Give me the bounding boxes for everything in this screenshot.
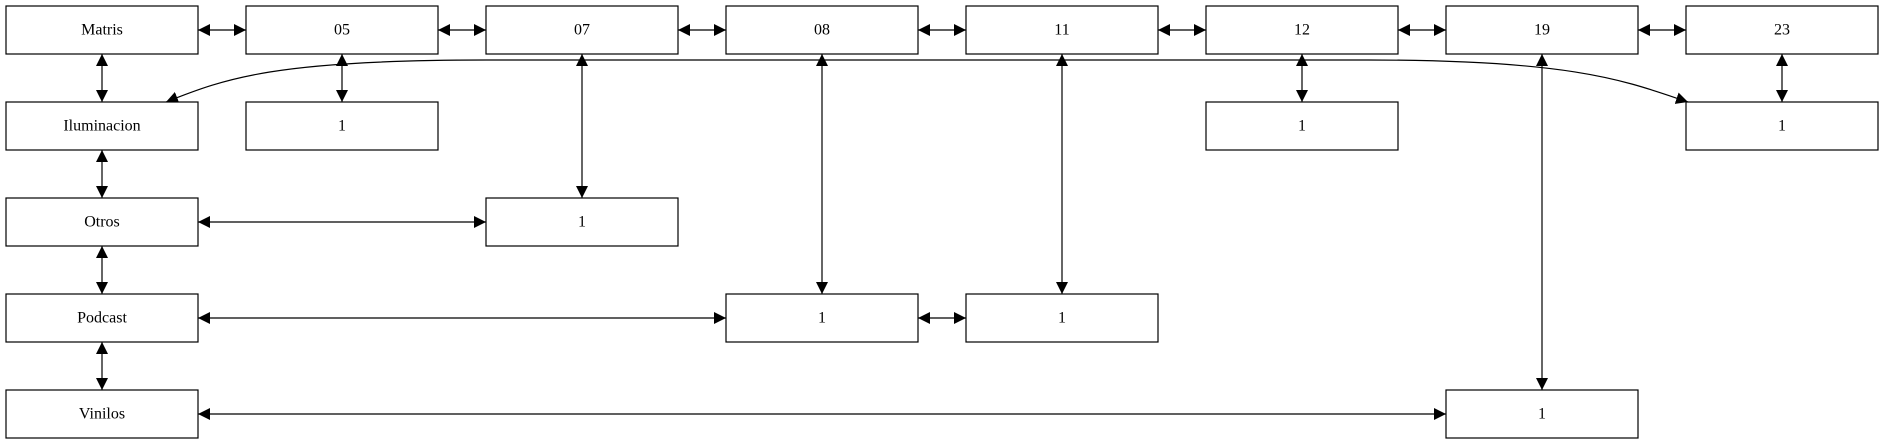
node-n11: 11 [965, 5, 1159, 55]
edge-iluminacion-ilu23 [165, 59, 1689, 104]
node-ilu23: 1 [1685, 101, 1879, 151]
node-box [725, 293, 919, 343]
node-iluminacion: Iluminacion [5, 101, 199, 151]
node-box [1685, 5, 1879, 55]
node-label: 1 [818, 310, 826, 327]
node-label: 12 [1294, 22, 1310, 39]
node-n19: 19 [1445, 5, 1639, 55]
node-label: Iluminacion [63, 118, 140, 135]
node-n23: 23 [1685, 5, 1879, 55]
edges-layer [96, 24, 1788, 420]
node-label: 1 [578, 214, 586, 231]
node-box [5, 197, 199, 247]
node-label: 07 [574, 22, 590, 39]
node-matris: Matris [5, 5, 199, 55]
node-label: Podcast [77, 310, 127, 327]
node-box [245, 101, 439, 151]
node-label: Matris [81, 22, 123, 39]
node-label: 08 [814, 22, 830, 39]
node-vinilos: Vinilos [5, 389, 199, 439]
node-n05: 05 [245, 5, 439, 55]
node-vin19: 1 [1445, 389, 1639, 439]
node-label: 1 [1538, 406, 1546, 423]
node-n12: 12 [1205, 5, 1399, 55]
node-label: 1 [1778, 118, 1786, 135]
node-pod08: 1 [725, 293, 919, 343]
node-label: 05 [334, 22, 350, 39]
node-box [245, 5, 439, 55]
node-box [485, 5, 679, 55]
node-label: 11 [1054, 22, 1069, 39]
node-box [1205, 101, 1399, 151]
node-box [965, 5, 1159, 55]
node-label: 1 [338, 118, 346, 135]
node-ilu05: 1 [245, 101, 439, 151]
node-box [1445, 5, 1639, 55]
node-box [1205, 5, 1399, 55]
node-otr07: 1 [485, 197, 679, 247]
node-n08: 08 [725, 5, 919, 55]
node-box [5, 101, 199, 151]
node-box [1685, 101, 1879, 151]
node-box [965, 293, 1159, 343]
node-podcast: Podcast [5, 293, 199, 343]
node-box [5, 293, 199, 343]
node-otros: Otros [5, 197, 199, 247]
node-box [5, 5, 199, 55]
node-pod11: 1 [965, 293, 1159, 343]
node-ilu12: 1 [1205, 101, 1399, 151]
node-label: 1 [1298, 118, 1306, 135]
node-box [485, 197, 679, 247]
node-box [1445, 389, 1639, 439]
node-label: Otros [84, 214, 120, 231]
node-box [5, 389, 199, 439]
node-label: 23 [1774, 22, 1790, 39]
node-n07: 07 [485, 5, 679, 55]
node-label: 19 [1534, 22, 1550, 39]
node-box [725, 5, 919, 55]
node-label: Vinilos [79, 406, 125, 423]
node-label: 1 [1058, 310, 1066, 327]
